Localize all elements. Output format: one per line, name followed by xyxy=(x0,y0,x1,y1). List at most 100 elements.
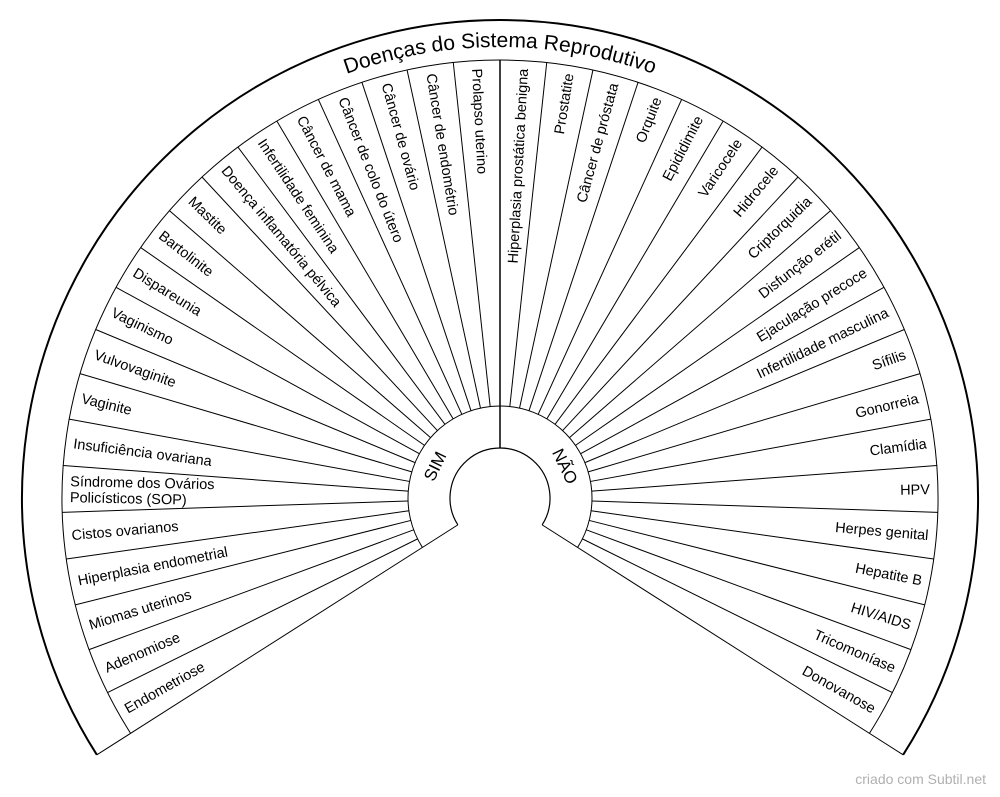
sector-divider xyxy=(519,69,594,409)
sector-label-line: HIV/AIDS xyxy=(849,600,913,634)
sector-divider xyxy=(591,510,934,560)
sector-label-line: Síndrome dos Ovários xyxy=(70,474,215,493)
sector-label[interactable]: Câncer de endométrio xyxy=(422,72,461,216)
sector-divider xyxy=(586,529,912,651)
sector-label-line: Herpes genital xyxy=(834,520,929,544)
sector-label[interactable]: HIV/AIDS xyxy=(849,600,913,634)
sector-divider xyxy=(361,82,472,411)
sector-label-line: Mastite xyxy=(185,194,230,238)
sector-label[interactable]: Orquite xyxy=(633,95,665,145)
sector-label-line: Dispareunia xyxy=(130,265,205,320)
footer-credit: criado com Subtil.net xyxy=(855,771,986,787)
sector-label[interactable]: Câncer de próstata xyxy=(574,81,622,205)
ring-label-sim: SIM xyxy=(420,449,450,485)
sector-divider xyxy=(554,146,763,425)
sector-label-line: Varicocele xyxy=(696,136,746,200)
sector-label-line: Bartolinite xyxy=(155,228,216,280)
sector-divider xyxy=(237,146,446,425)
sector-label[interactable]: Bartolinite xyxy=(155,228,216,280)
sector-divider xyxy=(452,62,491,407)
sector-label-line: Prostatite xyxy=(552,72,578,135)
sector-label-line: Vaginismo xyxy=(109,305,176,348)
sector-label-line: Hiperplasia endometrial xyxy=(77,544,230,589)
sector-divider xyxy=(317,99,463,415)
sector-divider xyxy=(591,500,938,513)
sector-label-line: Câncer de endométrio xyxy=(422,72,461,216)
ring-label-nao: NÃO xyxy=(548,446,581,487)
sector-label[interactable]: Câncer de ovário xyxy=(378,81,423,192)
sector-label[interactable]: Adenomiose xyxy=(102,630,182,677)
sector-divider xyxy=(95,329,416,464)
sector-label-line: Miomas uterinos xyxy=(87,587,193,634)
inner-arc xyxy=(449,447,551,526)
sector-label-line: Vaginite xyxy=(80,391,134,418)
sector-label[interactable]: Vaginismo xyxy=(109,305,176,348)
boundary-line-left xyxy=(96,524,459,756)
sector-label-line: Hepatite B xyxy=(854,561,924,590)
sector-label[interactable]: Cistos ovarianos xyxy=(71,519,179,544)
sector-divider xyxy=(537,99,683,415)
sector-divider xyxy=(509,62,548,407)
sector-divider xyxy=(107,538,418,694)
sector-label[interactable]: Mastite xyxy=(185,194,230,238)
sector-divider xyxy=(88,529,414,651)
sector-label[interactable]: Prolapso uterino xyxy=(468,68,490,174)
sector-label[interactable]: Herpes genital xyxy=(834,520,929,544)
boundary-line-right xyxy=(541,524,904,756)
sector-divider xyxy=(588,373,921,473)
sector-divider xyxy=(75,519,411,606)
sector-divider xyxy=(546,120,724,420)
sector-label[interactable]: Vaginite xyxy=(80,391,134,418)
sector-label[interactable]: Sífilis xyxy=(870,347,908,374)
sector-divider xyxy=(140,247,425,446)
sector-divider xyxy=(201,176,438,431)
sector-divider xyxy=(406,69,481,409)
sector-divider xyxy=(169,210,431,439)
sector-label-line: Endometriose xyxy=(122,659,208,717)
sector-label[interactable]: Donovanose xyxy=(799,663,878,717)
sector-label-line: Câncer de ovário xyxy=(378,81,423,192)
sector-divider xyxy=(562,176,799,431)
sector-label[interactable]: Epididimite xyxy=(660,114,707,184)
sector-divider xyxy=(584,329,905,464)
sector-label-line: HPV xyxy=(900,482,930,499)
sector-label-line: Clamídia xyxy=(869,436,929,459)
sector-label-line: Orquite xyxy=(633,95,665,145)
sector-divider xyxy=(528,82,639,411)
sector-label-line: Donovanose xyxy=(799,663,878,717)
sector-label-line: Cistos ovarianos xyxy=(71,519,179,544)
sector-label[interactable]: Varicocele xyxy=(696,136,746,200)
sector-label[interactable]: Dispareunia xyxy=(130,265,205,320)
sector-label-line: Policísticos (SOP) xyxy=(70,490,187,508)
sector-label-line: Epididimite xyxy=(660,114,707,184)
sector-label[interactable]: Hiperplasia endometrial xyxy=(77,544,230,589)
sector-label[interactable]: Síndrome dos OváriosPolicísticos (SOP) xyxy=(70,474,215,509)
sector-label-line: Gonorreia xyxy=(854,391,921,422)
sector-divider xyxy=(591,465,937,492)
sector-label-line: Câncer de próstata xyxy=(574,81,622,205)
sector-divider xyxy=(575,247,860,446)
sector-label-line: Prolapso uterino xyxy=(468,68,490,174)
sector-label[interactable]: Prostatite xyxy=(552,72,578,135)
sector-label[interactable]: Endometriose xyxy=(122,659,208,717)
sector-divider xyxy=(66,510,409,560)
sector-label[interactable]: Hepatite B xyxy=(854,561,924,590)
sector-divider xyxy=(115,286,420,455)
sector-label[interactable]: Miomas uterinos xyxy=(87,587,193,634)
sector-label[interactable]: Clamídia xyxy=(869,436,929,459)
sector-divider xyxy=(582,538,893,694)
sector-label-line: Tricomoníase xyxy=(811,627,898,676)
outer-arc xyxy=(21,19,979,756)
sector-label-line: Vulvovaginite xyxy=(92,347,178,391)
label-arc xyxy=(61,59,939,734)
sector-label[interactable]: HPV xyxy=(900,482,930,499)
sector-label-line: Sífilis xyxy=(870,347,908,374)
sector-label[interactable]: Gonorreia xyxy=(854,391,921,422)
sector-divider xyxy=(69,418,410,482)
sector-label[interactable]: Hidrocele xyxy=(731,163,783,220)
sector-label[interactable]: Tricomoníase xyxy=(811,627,898,676)
sector-label[interactable]: Vulvovaginite xyxy=(92,347,178,391)
sector-divider xyxy=(276,120,454,420)
